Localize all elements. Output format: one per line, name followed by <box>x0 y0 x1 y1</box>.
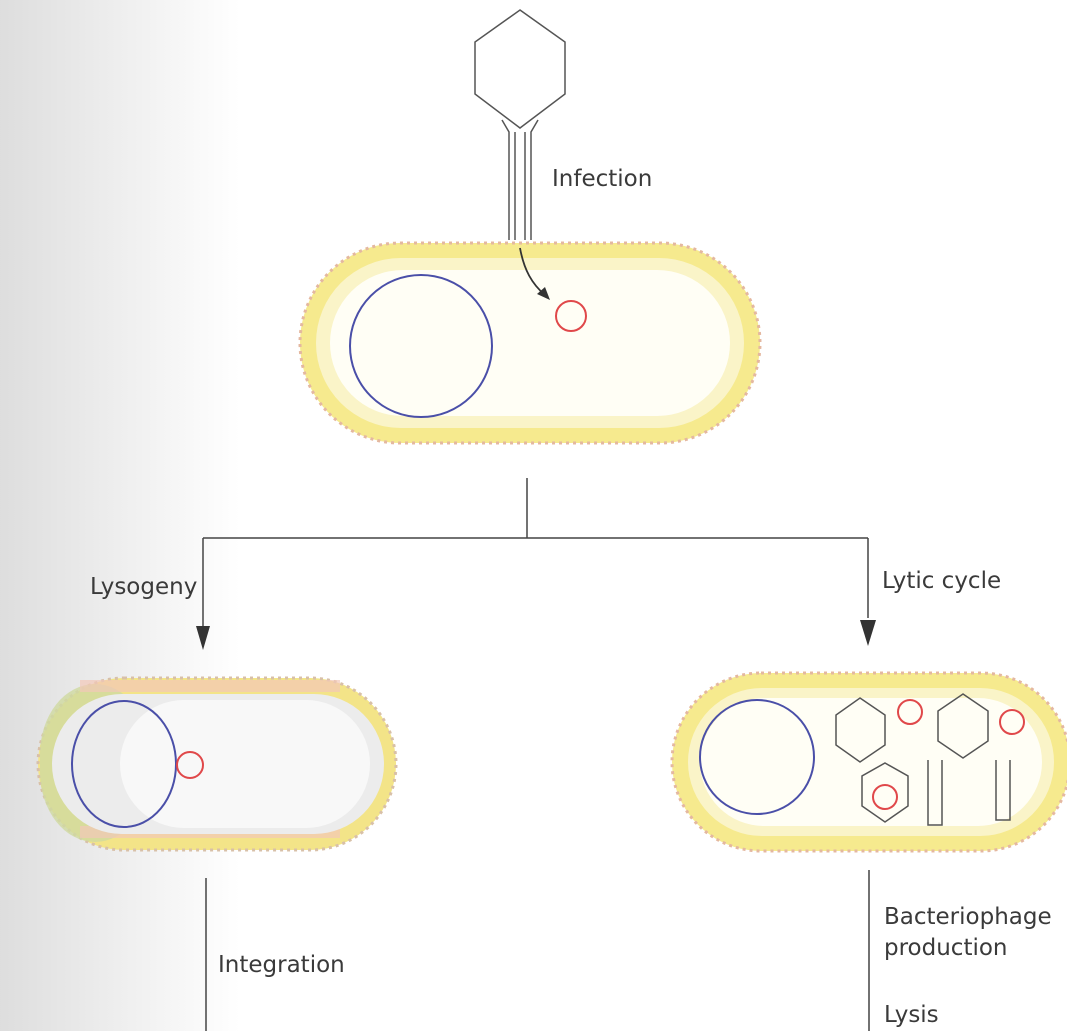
lysogeny-label: Lysogeny <box>90 574 197 600</box>
lytic-arrowhead <box>860 620 876 646</box>
lytic-cycle-label: Lytic cycle <box>882 568 1001 594</box>
bacteriophage-icon <box>475 10 565 240</box>
infected-cell <box>300 243 760 443</box>
integration-label: Integration <box>218 952 345 978</box>
bacteriophage-production-line2: production <box>884 935 1008 961</box>
page-shadow <box>0 0 240 1031</box>
lysogenic-cell <box>38 678 396 850</box>
bacteriophage-production-line1: Bacteriophage <box>884 904 1052 930</box>
lysis-label: Lysis <box>884 1002 939 1028</box>
infection-label: Infection <box>552 166 652 192</box>
lytic-cell <box>672 673 1067 851</box>
branch-connector <box>203 478 868 628</box>
